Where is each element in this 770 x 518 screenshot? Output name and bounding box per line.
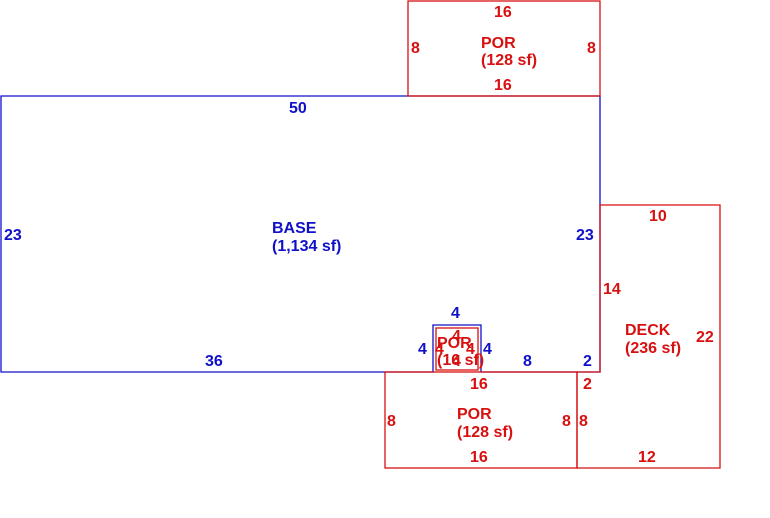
por-top-dim-top: 16: [494, 4, 512, 21]
por-bottom-dim-top: 16: [470, 376, 488, 393]
deck-dim-left-lower: 8: [579, 413, 588, 430]
base-dim-left: 23: [4, 227, 22, 244]
por-small-dim-left: 4: [435, 341, 444, 358]
deck-outline: [576, 204, 721, 469]
base-area: (1,134 sf): [272, 238, 341, 255]
por-small-dim-bottom: 4: [452, 353, 461, 370]
base-dim-bottom-left: 36: [205, 353, 223, 370]
base-dim-bottom-right-b: 2: [583, 353, 592, 370]
por-top-name: POR: [481, 35, 516, 52]
por-small-dim-top: 4: [452, 328, 461, 345]
por-bottom-dim-bottom: 16: [470, 449, 488, 466]
por-top-dim-bottom: 16: [494, 77, 512, 94]
por-bottom-area: (128 sf): [457, 424, 513, 441]
por-bottom-name: POR: [457, 406, 492, 423]
por-top-area: (128 sf): [481, 52, 537, 69]
base-dim-top: 50: [289, 100, 307, 117]
deck-name: DECK: [625, 322, 671, 339]
bump-dim-top: 4: [451, 305, 460, 322]
deck-area: (236 sf): [625, 340, 681, 357]
bump-dim-right: 4: [483, 341, 492, 358]
por-small-name: POR: [437, 335, 472, 352]
base-name: BASE: [272, 220, 317, 237]
deck-dim-left-upper: 14: [603, 281, 621, 298]
deck-dim-right: 22: [696, 329, 714, 346]
deck-dim-top: 10: [649, 208, 667, 225]
por-top-outline: [407, 0, 601, 97]
bump-dim-left: 4: [418, 341, 427, 358]
base-outline: [0, 95, 601, 373]
por-small-dim-right: 4: [466, 341, 475, 358]
por-small-area: (16 sf): [437, 352, 484, 369]
por-bottom-dim-left: 8: [387, 413, 396, 430]
por-small-outline: [435, 327, 479, 371]
deck-dim-bottom: 12: [638, 449, 656, 466]
por-top-dim-right: 8: [587, 40, 596, 57]
base-dim-bottom-right-a: 8: [523, 353, 532, 370]
por-bottom-dim-right: 8: [562, 413, 571, 430]
base-dim-right: 23: [576, 227, 594, 244]
por-top-dim-left: 8: [411, 40, 420, 57]
deck-dim-left-mid: 2: [583, 376, 592, 393]
